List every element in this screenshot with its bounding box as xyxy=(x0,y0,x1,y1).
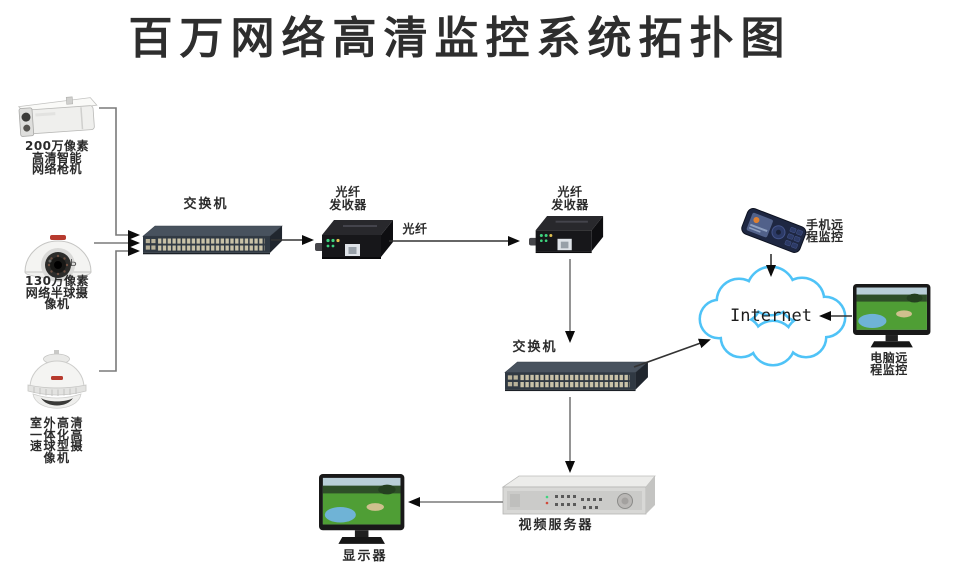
switch-front-label: 交换机 xyxy=(183,197,229,212)
display-monitor-label: 显示器 xyxy=(342,549,388,564)
display-monitor-icon xyxy=(319,474,405,544)
dome-camera-icon xyxy=(24,235,92,282)
link-ptz-camera-switch xyxy=(99,246,140,372)
pc-label: 电脑远 程监控 xyxy=(870,351,908,377)
fiber-transceiver-icon-b xyxy=(528,215,605,255)
transceiver-b-label: 光纤 发收器 xyxy=(551,185,589,212)
fiber-link-label: 光纤 xyxy=(402,222,428,236)
page-title: 百万网络高清监控系统拓扑图 xyxy=(128,13,792,64)
video-server-label: 视频服务器 xyxy=(518,518,594,533)
switch-back-label: 交换机 xyxy=(512,340,558,355)
switch-icon-back xyxy=(504,361,649,393)
connection-lines xyxy=(94,107,852,507)
bullet-camera-label: 200万像素 高清智能 网络枪机 xyxy=(24,139,90,176)
ptz-camera-icon xyxy=(27,350,87,409)
stray-cursor-mark: Ь xyxy=(70,258,77,269)
link-switch2-internet xyxy=(633,338,711,368)
ptz-camera-label: 室外高清 一体化高 速球型摄 像机 xyxy=(29,416,85,465)
video-server-icon xyxy=(501,475,656,515)
internet-cloud xyxy=(698,265,847,367)
dome-camera-label: 130万像素 网络半球摄 像机 xyxy=(24,274,90,311)
fiber-transceiver-icon-a xyxy=(314,219,394,260)
pc-monitor-icon xyxy=(853,284,931,348)
mobile-phone-icon xyxy=(741,208,807,253)
switch-icon-front xyxy=(142,225,283,256)
link-bullet-camera-switch xyxy=(99,107,140,240)
phone-label: 手机远 程监控 xyxy=(806,218,844,244)
transceiver-a-label: 光纤 发收器 xyxy=(329,185,367,212)
bullet-camera-icon xyxy=(17,96,98,137)
internet-label: Internet xyxy=(730,306,812,326)
